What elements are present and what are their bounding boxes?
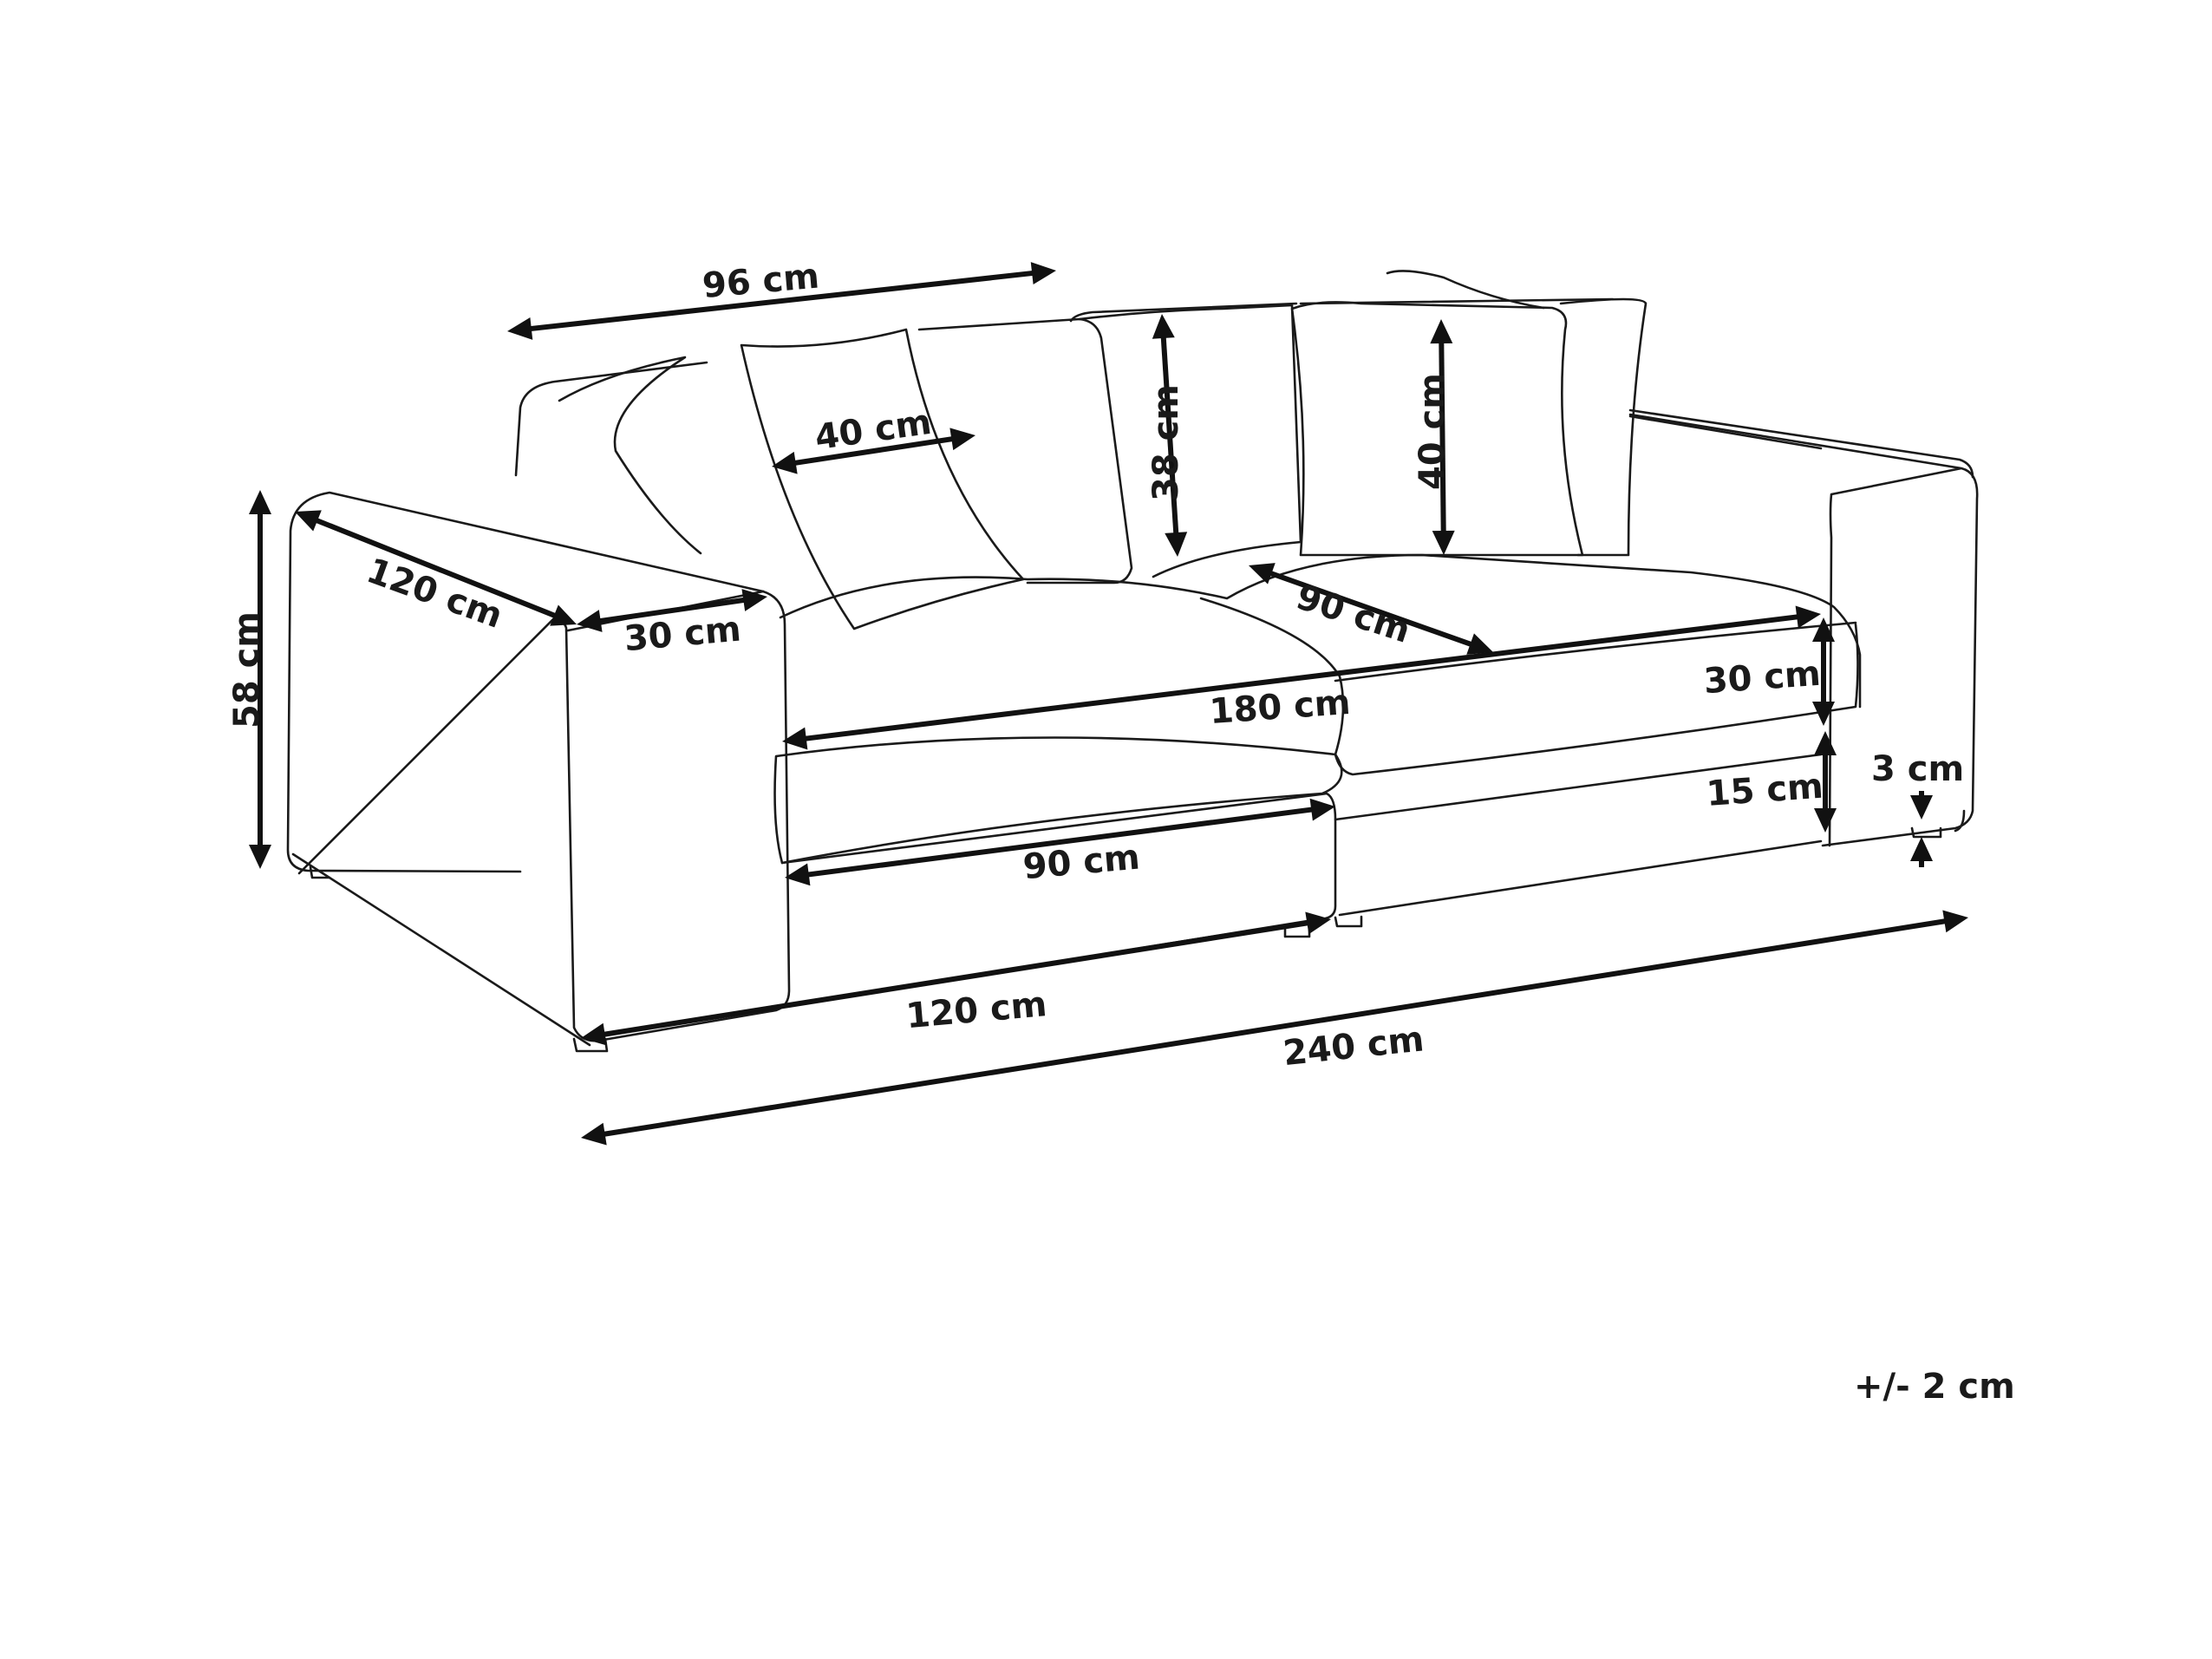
seat-top [779, 553, 1862, 756]
arrow-depth-side-line [310, 515, 562, 621]
pillow-right-front [1290, 301, 1584, 557]
arrow-width-total-head-end [1942, 910, 1968, 933]
arrow-pillow-left-width-head-end [949, 428, 975, 451]
seat-cushion-right [1334, 621, 1859, 776]
arrow-module-width-line [801, 806, 1319, 878]
arrow-pillow-right-height-line [1439, 336, 1446, 539]
label-depth-side: 120 cm [362, 551, 508, 637]
arrow-module-depth-line [597, 919, 1315, 1038]
arrow-height-total-head-start [249, 490, 271, 514]
pillow-left-front [740, 328, 1025, 630]
label-base-height: 15 cm [1705, 767, 1824, 814]
base-right [1334, 753, 1966, 917]
pillow-right-back [1386, 270, 1648, 557]
arrow-arm-width-head-start [577, 610, 603, 632]
arrow-arm-width-head-end [741, 589, 767, 611]
leg-front-right-a [1334, 915, 1363, 928]
leg-back-left [309, 865, 331, 879]
arrow-pillow-left-width-line [788, 435, 959, 467]
arrow-pillow-right-height-head-start [1430, 319, 1453, 344]
sofa-outline [286, 270, 1979, 1053]
arrow-backrest-height-head-end [1165, 532, 1188, 557]
arrow-base-height-head-start [1814, 731, 1837, 755]
arrow-module-width-head-start [785, 863, 811, 886]
arrow-seat-depth-head-end [1466, 633, 1493, 655]
arrow-base-height-head-end [1814, 808, 1837, 833]
left-armrest [286, 491, 791, 1042]
base-left [780, 792, 1337, 1008]
arrow-seat-width-head-start [782, 727, 808, 750]
arrow-cushion-height-head-start [1812, 617, 1835, 642]
left-armrest-side [291, 590, 765, 1047]
arrow-width-total-head-start [581, 1122, 607, 1146]
cushion-back-center [1078, 304, 1302, 578]
arrow-module-width-head-end [1309, 798, 1335, 821]
label-height-total: 58 cm [227, 611, 267, 728]
label-pillow-right-height: 40 cm [1413, 373, 1452, 490]
arrow-depth-total-head-start [507, 317, 533, 340]
arrow-depth-side-head-end [550, 604, 577, 626]
dimension-labels: 96 cm 120 cm 30 cm 58 cm 40 cm 38 cm 40 … [227, 257, 2015, 1407]
arrow-seat-depth-head-start [1249, 563, 1276, 585]
arrow-seat-width-head-end [1795, 605, 1821, 629]
arrow-depth-total-line [524, 270, 1040, 332]
arrow-backrest-height-line [1160, 330, 1179, 540]
arrow-seat-depth-line [1263, 568, 1478, 650]
arrow-leg-lower-head-end [1910, 837, 1933, 861]
label-module-depth: 120 cm [904, 984, 1048, 1036]
label-cushion-height: 30 cm [1702, 654, 1822, 702]
arrow-module-depth-head-start [581, 1022, 607, 1046]
cushion-back-left [917, 317, 1133, 585]
arrow-module-depth-head-end [1305, 911, 1331, 935]
arrow-seat-width-line [799, 613, 1804, 742]
leg-front-right-b [1910, 826, 1942, 839]
arrow-arm-width-line [593, 596, 751, 625]
label-seat-width: 180 cm [1208, 683, 1352, 732]
arrow-pillow-right-height-head-end [1432, 530, 1455, 555]
back-frame [514, 297, 1974, 479]
label-leg-height: 3 cm [1871, 749, 1964, 789]
label-backrest-height: 38 cm [1146, 384, 1186, 501]
arrow-pillow-left-width-head-start [772, 451, 798, 474]
arrow-height-total-head-end [249, 845, 271, 869]
label-width-total: 240 cm [1282, 1019, 1426, 1074]
label-tolerance: +/- 2 cm [1854, 1367, 2015, 1407]
arrow-backrest-height-head-start [1152, 314, 1175, 339]
arrow-depth-side-head-start [295, 510, 322, 532]
arrow-depth-total-head-end [1030, 262, 1056, 284]
arrow-width-total-line [597, 918, 1952, 1138]
dimension-arrows [249, 262, 1968, 1146]
arrow-leg-upper-head-end [1910, 795, 1933, 820]
pillow-left-back [558, 356, 702, 555]
arrow-cushion-height-head-end [1812, 702, 1835, 726]
label-seat-depth: 90 cm [1291, 577, 1415, 650]
label-pillow-left-width: 40 cm [812, 402, 934, 458]
